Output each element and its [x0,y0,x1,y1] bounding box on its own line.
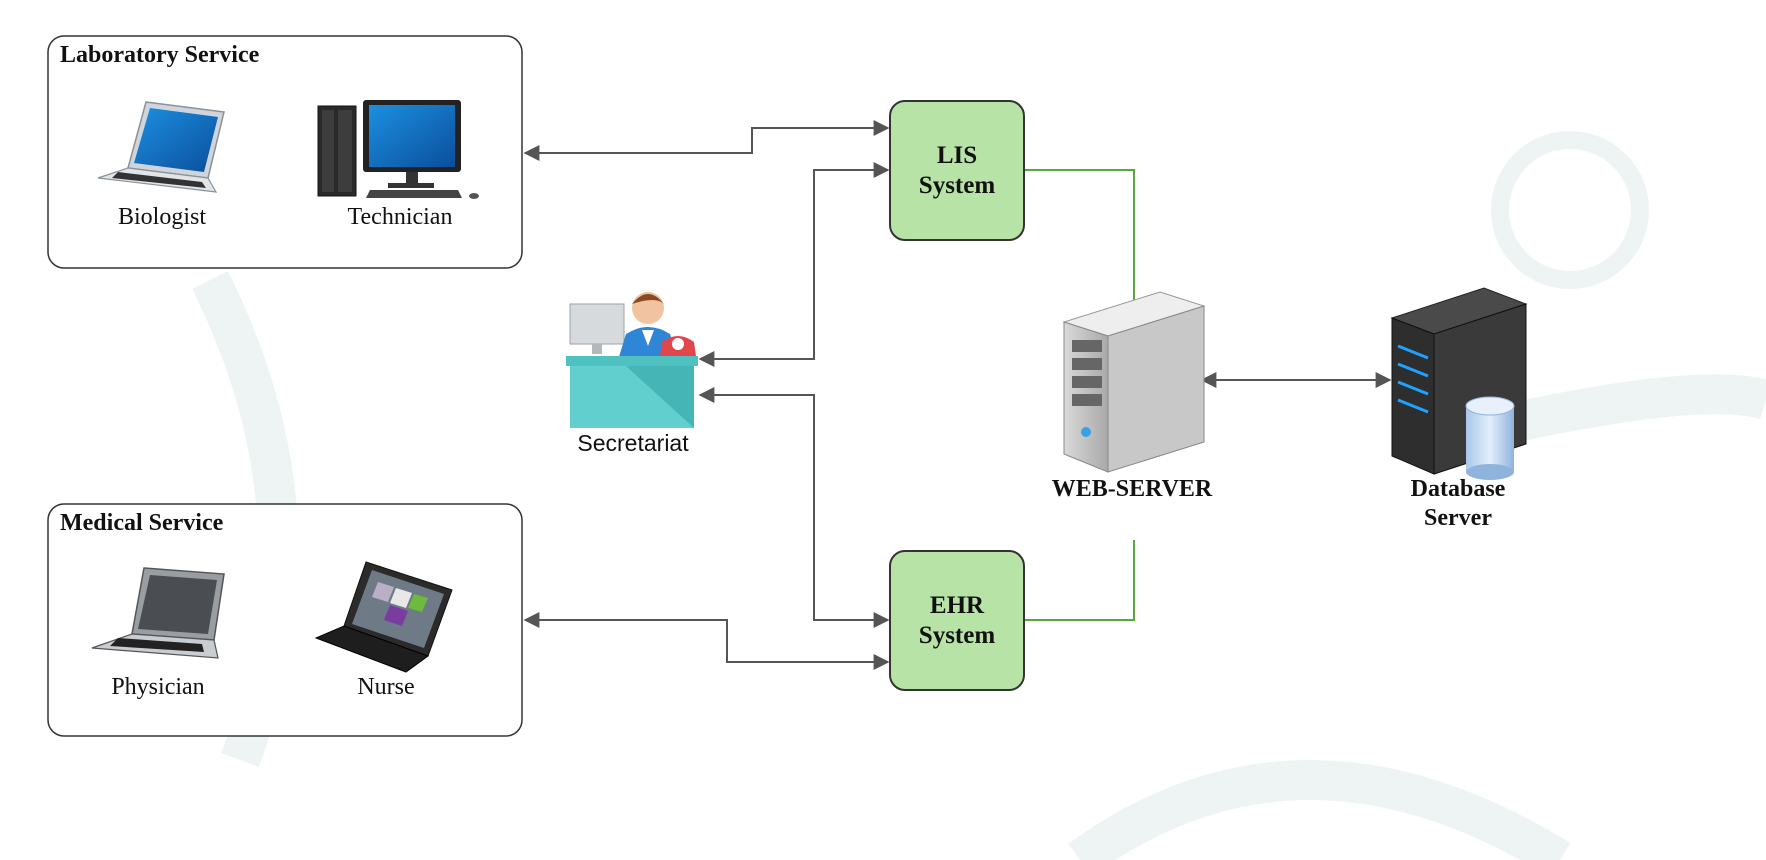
laptop-icon [314,561,453,673]
secretariat-to-ehr-arrow [698,387,890,628]
device-label-nurse: Nurse [357,674,415,700]
laptop-icon [91,567,225,659]
laboratory-service-title: Laboratory Service [60,42,260,68]
lis-system-label-line1: LIS [936,141,978,169]
ehr-to-webserver-link [1024,540,1135,621]
ehr-system-label-line1: EHR [929,591,985,619]
database-server-label-line2: Server [1424,505,1492,531]
web-server-label: WEB-SERVER [1051,476,1213,502]
desktop-computer-icon [317,100,479,199]
secretariat-desk-icon [566,292,698,428]
database-server-label-line1: Database [1410,476,1506,502]
laboratory-service-box [47,35,523,269]
secretariat-to-lis-arrow [698,162,890,367]
database-server-icon [1390,287,1528,480]
device-label-technician: Technician [347,204,453,230]
ehr-system-node: EHR System [889,550,1025,691]
ehr-system-label-line2: System [918,621,996,649]
laptop-icon [97,101,225,193]
lab-to-lis-arrow [523,120,890,161]
lis-system-label-line2: System [918,171,996,199]
medical-service-box [47,503,523,737]
medical-to-ehr-arrow [523,612,890,670]
device-label-physician: Physician [111,674,205,700]
web-server-icon [1062,291,1206,473]
lis-to-webserver-link [1024,169,1135,300]
secretariat-label: Secretariat [577,430,689,456]
lis-system-node: LIS System [889,100,1025,241]
medical-service-title: Medical Service [60,510,224,536]
device-label-biologist: Biologist [117,204,207,230]
